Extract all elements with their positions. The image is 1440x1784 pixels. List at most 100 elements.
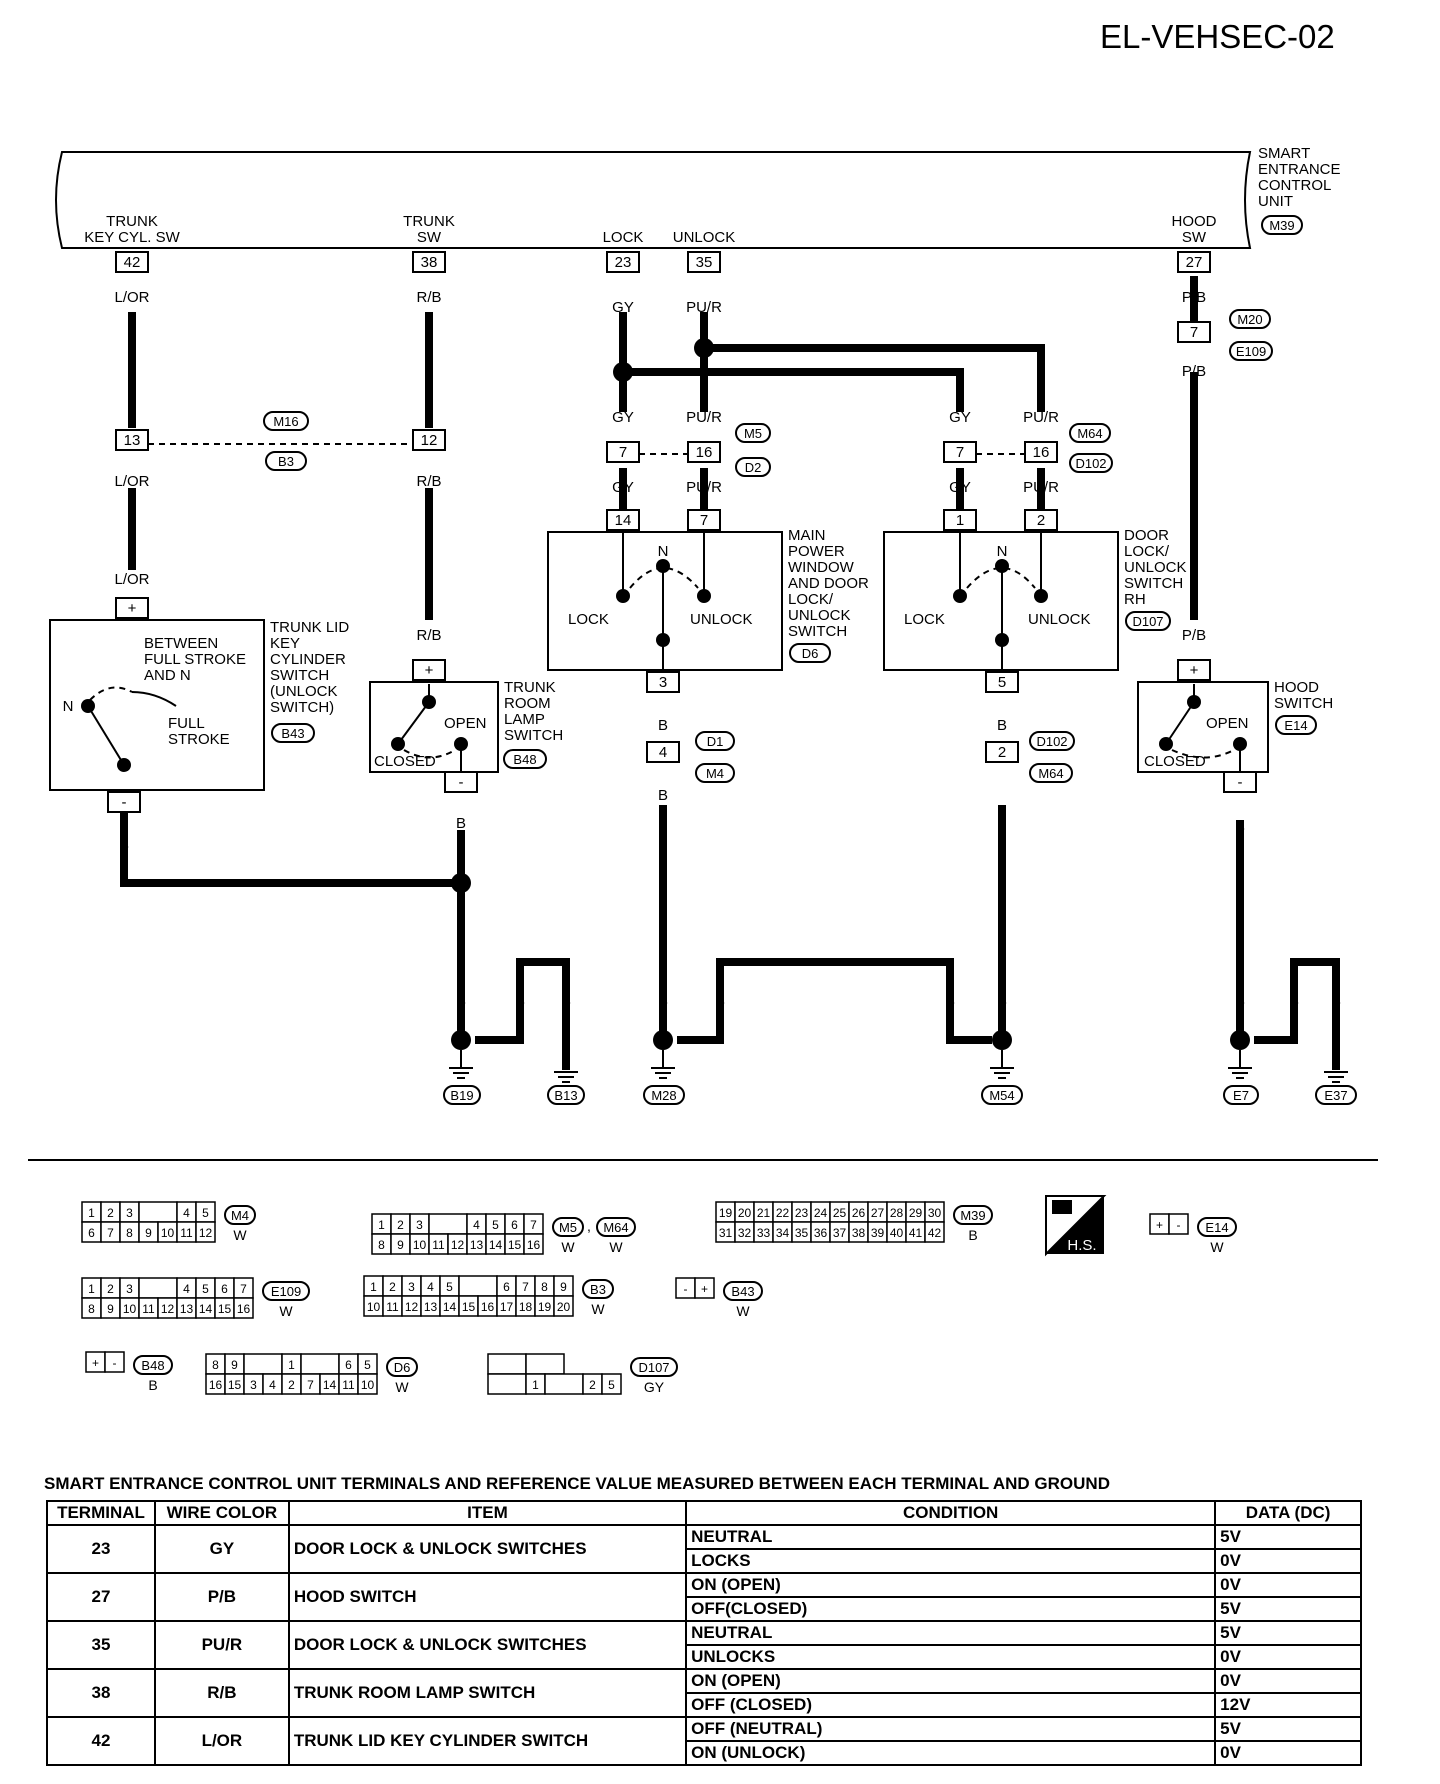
cell-condition: LOCKS bbox=[685, 1548, 1217, 1574]
pin-label: + bbox=[1156, 1218, 1163, 1232]
connector-id: M39 bbox=[960, 1208, 985, 1223]
cell-data: 0V bbox=[1214, 1548, 1362, 1574]
connector-id-separator: , bbox=[587, 1218, 591, 1234]
hood-switch: + - OPEN CLOSED HOOD SWITCH E14 bbox=[1137, 659, 1333, 793]
svg-text:LOCK/: LOCK/ bbox=[788, 591, 834, 608]
svg-text:FULL STROKE: FULL STROKE bbox=[144, 651, 246, 668]
pin-label: 2 bbox=[107, 1206, 114, 1220]
cell-condition: ON (OPEN) bbox=[685, 1572, 1217, 1598]
cell-item: TRUNK ROOM LAMP SWITCH bbox=[287, 1668, 688, 1718]
pin-label: 1 bbox=[378, 1218, 385, 1232]
pin-label: 8 bbox=[212, 1358, 219, 1372]
door-lock-switch-rh: 1 2 5 N LOCK UNLOCK DOOR LOCK/ UNLOCK SW… bbox=[883, 509, 1187, 693]
pin-label: + bbox=[92, 1356, 99, 1370]
hs-badge: H.S. bbox=[1045, 1195, 1107, 1257]
svg-text:14: 14 bbox=[615, 512, 632, 529]
trunk-room-lamp-switch: + - OPEN CLOSED TRUNK ROOM LAMP SWITCH B… bbox=[369, 659, 563, 793]
pin-label: 4 bbox=[473, 1218, 480, 1232]
pin-label: 35 bbox=[795, 1226, 809, 1240]
connector-cavity bbox=[694, 1277, 715, 1299]
svg-text:LOCK: LOCK bbox=[568, 611, 609, 628]
svg-text:WINDOW: WINDOW bbox=[788, 559, 855, 576]
connector-color: W bbox=[609, 1239, 623, 1255]
pin-label: 15 bbox=[508, 1238, 522, 1252]
pin-label: 31 bbox=[719, 1226, 733, 1240]
control-unit: SMART ENTRANCE CONTROL UNIT M39 TRUNK KE… bbox=[55, 145, 1341, 273]
term-label-38b: SW bbox=[417, 229, 442, 246]
cell-wire-color: R/B bbox=[153, 1668, 290, 1718]
unit-name-4: UNIT bbox=[1258, 193, 1293, 210]
pin-label: 22 bbox=[776, 1206, 790, 1220]
pin-label: 5 bbox=[492, 1218, 499, 1232]
pin-label: 3 bbox=[126, 1206, 133, 1220]
svg-text:ROOM: ROOM bbox=[504, 695, 551, 712]
connector-cavity bbox=[104, 1351, 125, 1373]
cell-data: 0V bbox=[1214, 1572, 1362, 1598]
svg-text:B: B bbox=[945, 993, 955, 1010]
pin-label: 6 bbox=[221, 1282, 228, 1296]
pin-label: 3 bbox=[416, 1218, 423, 1232]
svg-text:R/B: R/B bbox=[416, 289, 441, 306]
pin-label: 18 bbox=[519, 1300, 533, 1314]
svg-text:GY: GY bbox=[612, 409, 634, 426]
svg-text:CLOSED: CLOSED bbox=[374, 753, 436, 770]
pin-label: 13 bbox=[424, 1300, 438, 1314]
svg-text:B: B bbox=[119, 837, 129, 854]
pin-label: 7 bbox=[240, 1282, 247, 1296]
cell-terminal: 38 bbox=[46, 1668, 156, 1718]
pin-label: 10 bbox=[413, 1238, 427, 1252]
pin-label: 1 bbox=[532, 1378, 539, 1392]
pin-label: 9 bbox=[145, 1226, 152, 1240]
svg-text:POWER: POWER bbox=[788, 543, 845, 560]
svg-text:27: 27 bbox=[1186, 254, 1203, 271]
cell-condition: ON (UNLOCK) bbox=[685, 1740, 1217, 1766]
terminal-27: 27 bbox=[1177, 251, 1211, 273]
connector-cavity bbox=[138, 1277, 178, 1299]
svg-text:D2: D2 bbox=[745, 460, 762, 475]
connector-color: W bbox=[233, 1227, 247, 1243]
pin-label: 36 bbox=[814, 1226, 828, 1240]
ground-b13: B13 bbox=[554, 1088, 577, 1103]
table-title: SMART ENTRANCE CONTROL UNIT TERMINALS AN… bbox=[44, 1474, 1110, 1493]
pin-label: 8 bbox=[88, 1302, 95, 1316]
pin-label: 39 bbox=[871, 1226, 885, 1240]
ground-b19: B19 bbox=[450, 1088, 473, 1103]
pin-label: 9 bbox=[397, 1238, 404, 1252]
cell-condition: UNLOCKS bbox=[685, 1644, 1217, 1670]
pin-label: 4 bbox=[183, 1282, 190, 1296]
connector-id: B43 bbox=[731, 1284, 754, 1299]
svg-text:L/OR: L/OR bbox=[114, 289, 149, 306]
connector-cavity bbox=[300, 1353, 340, 1375]
pin-label: 20 bbox=[557, 1300, 571, 1314]
cell-data: 0V bbox=[1214, 1668, 1362, 1694]
svg-text:7: 7 bbox=[619, 444, 627, 461]
svg-text:(UNLOCK: (UNLOCK bbox=[270, 683, 338, 700]
svg-text:-: - bbox=[122, 794, 127, 811]
svg-text:16: 16 bbox=[696, 444, 713, 461]
pin-label: 28 bbox=[890, 1206, 904, 1220]
connector-cavity bbox=[138, 1201, 178, 1223]
connector-cavity bbox=[487, 1353, 527, 1375]
svg-text:AND DOOR: AND DOOR bbox=[788, 575, 869, 592]
cell-data: 5V bbox=[1214, 1716, 1362, 1742]
connector-id-tag bbox=[630, 1357, 678, 1377]
term-label-42a: TRUNK bbox=[106, 213, 158, 230]
unit-name-1: SMART bbox=[1258, 145, 1310, 162]
svg-text:UNLOCK: UNLOCK bbox=[788, 607, 851, 624]
svg-text:3: 3 bbox=[659, 674, 667, 691]
svg-text:+: + bbox=[1190, 662, 1199, 679]
svg-text:1: 1 bbox=[956, 512, 964, 529]
pin-label: 16 bbox=[527, 1238, 541, 1252]
cell-terminal: 42 bbox=[46, 1716, 156, 1766]
pin-label: 42 bbox=[928, 1226, 942, 1240]
cell-item: DOOR LOCK & UNLOCK SWITCHES bbox=[287, 1620, 688, 1670]
pin-label: 23 bbox=[795, 1206, 809, 1220]
connector-id-tag bbox=[552, 1217, 584, 1237]
svg-text:B: B bbox=[658, 787, 668, 804]
svg-text:E14: E14 bbox=[1284, 718, 1307, 733]
